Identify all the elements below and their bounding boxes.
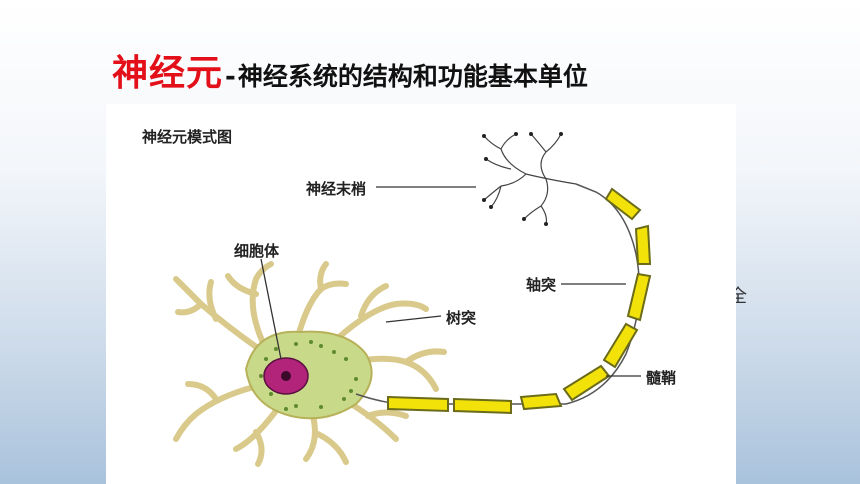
title-highlight: 神经元	[112, 53, 224, 94]
title-separator: -	[225, 62, 236, 92]
title-text: 神经系统的结构和功能基本单位	[237, 62, 588, 91]
label-nerve-ending: 神经末梢	[306, 180, 367, 198]
myelin-sheath	[387, 187, 652, 415]
nerve-ending-tips	[482, 132, 563, 226]
dendrites	[173, 261, 447, 467]
label-dendrite: 树突	[446, 309, 477, 327]
label-cell-body: 细胞体	[234, 242, 280, 260]
nerve-endings	[483, 133, 577, 225]
slide-title: 神经元 - 神经系统的结构和功能基本单位	[112, 44, 588, 94]
label-myelin-sheath: 髓鞘	[646, 369, 677, 387]
neuron-diagram	[173, 132, 652, 467]
label-leaders	[260, 186, 641, 377]
neuron-diagram-panel: 神经元模式图 神经末梢 轴突 细胞体 树突 髓鞘	[106, 104, 736, 484]
nissl-granules	[259, 340, 358, 411]
label-axon: 轴突	[526, 276, 557, 294]
diagram-heading: 神经元模式图	[142, 128, 233, 146]
cell-body	[244, 330, 373, 420]
nucleolus	[281, 371, 291, 381]
